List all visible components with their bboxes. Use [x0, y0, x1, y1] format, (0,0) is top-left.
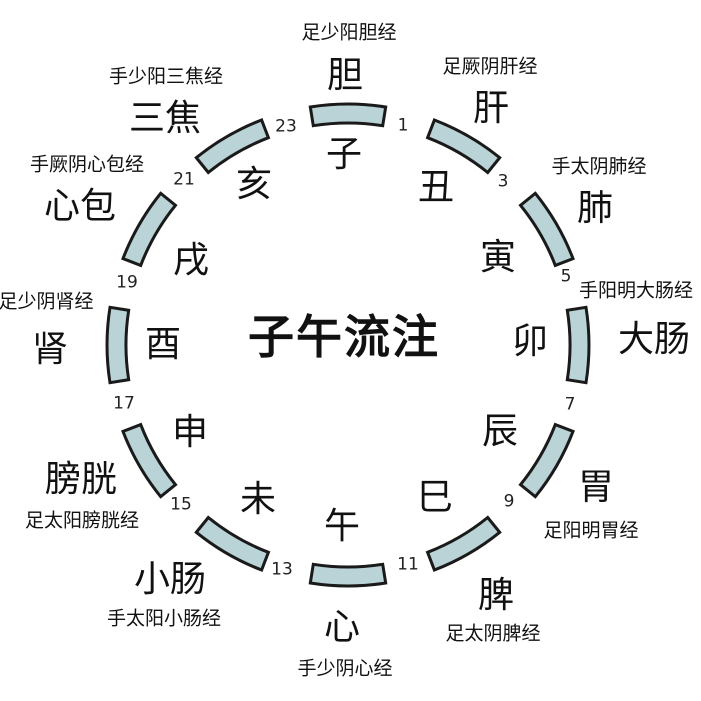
- meridian-bladder: 足太阳膀胱经: [24, 509, 140, 532]
- organ-bladder: 膀胱: [44, 459, 118, 500]
- hour-label-1: 1: [397, 115, 409, 136]
- organ-gallbladder: 胆: [326, 55, 364, 96]
- branch-hai: 亥: [235, 164, 273, 205]
- hour-label-21: 21: [173, 169, 195, 190]
- branch-shen: 申: [171, 412, 209, 453]
- meridian-heart: 手少阴心经: [297, 657, 393, 680]
- meridian-gallbladder: 足少阳胆经: [301, 21, 397, 44]
- ring-segment-si: [425, 515, 502, 572]
- branch-wu: 午: [323, 506, 361, 547]
- hour-label-19: 19: [116, 272, 138, 293]
- branch-you: 酉: [144, 324, 182, 365]
- ring-segment-chou: [425, 118, 502, 175]
- branch-yin: 寅: [479, 237, 517, 278]
- meridian-pericardium: 手厥阴心包经: [29, 153, 145, 176]
- organ-kidney: 肾: [31, 329, 69, 370]
- organ-triple-burner: 三焦: [128, 98, 202, 139]
- organ-spleen: 脾: [477, 575, 515, 616]
- ring-segment-yin: [518, 191, 575, 268]
- organ-lung: 肺: [576, 188, 614, 229]
- meridian-liver: 足厥阴肝经: [442, 55, 538, 78]
- ring-segment-hai: [194, 118, 271, 175]
- hour-label-17: 17: [113, 393, 135, 414]
- branch-si: 巳: [416, 477, 454, 518]
- meridian-stomach: 足阳明胃经: [543, 519, 639, 542]
- ring-segment-zi: [308, 102, 388, 128]
- meridian-triple-burner: 手少阳三焦经: [108, 65, 224, 88]
- ring-segment-chen: [518, 422, 575, 499]
- ring-segment-shen: [121, 422, 178, 499]
- branch-chen: 辰: [481, 411, 519, 452]
- meridian-kidney: 足少阴肾经: [0, 290, 94, 313]
- ring-segment-wei: [194, 515, 271, 572]
- branch-mao: 卯: [511, 321, 549, 362]
- branch-xu: 戌: [172, 240, 210, 281]
- hour-label-23: 23: [275, 116, 297, 137]
- organ-liver: 肝: [472, 88, 510, 129]
- organ-small-intestine: 小肠: [133, 559, 207, 600]
- organ-heart: 心: [323, 607, 361, 648]
- hour-label-3: 3: [497, 171, 509, 192]
- hour-label-13: 13: [271, 559, 293, 580]
- organ-pericardium: 心包: [43, 186, 117, 227]
- hour-label-11: 11: [397, 554, 419, 575]
- hour-label-15: 15: [170, 494, 192, 515]
- branch-wei: 未: [239, 479, 277, 520]
- hour-label-7: 7: [564, 394, 576, 415]
- branch-zi: 子: [325, 134, 363, 175]
- organ-large-intestine: 大肠: [617, 319, 691, 360]
- hour-label-5: 5: [560, 266, 572, 287]
- meridian-lung: 手太阴肺经: [551, 155, 647, 178]
- meridian-large-intestine: 手阳明大肠经: [578, 279, 694, 302]
- organ-stomach: 胃: [577, 467, 615, 508]
- hour-label-9: 9: [503, 491, 515, 512]
- meridian-small-intestine: 手太阳小肠经: [106, 607, 222, 630]
- branch-chou: 丑: [417, 167, 455, 208]
- diagram-title: 子午流注: [248, 310, 440, 364]
- ring-segment-mao: [565, 305, 591, 385]
- ring-segment-xu: [121, 191, 178, 268]
- meridian-spleen: 足太阴脾经: [445, 622, 541, 645]
- ring-segment-wu: [308, 562, 388, 588]
- ring-segment-you: [105, 305, 131, 385]
